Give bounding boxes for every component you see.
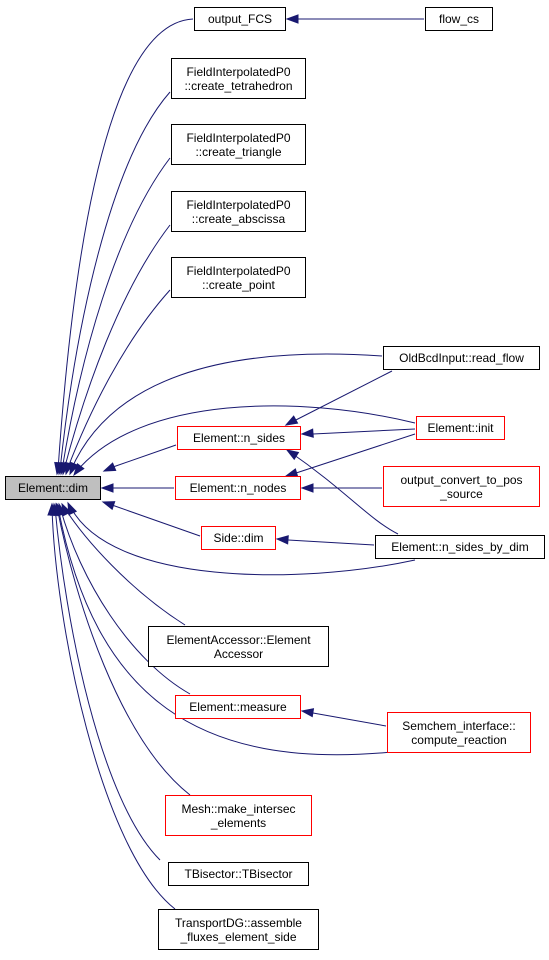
node-label-line: TBisector::TBisector: [184, 867, 293, 881]
arrowhead-icon: [100, 483, 114, 493]
edge-create-abscissa: [63, 224, 171, 471]
node-label-line: Element::n_sides: [192, 431, 286, 445]
edge-make-intersec: [56, 506, 191, 796]
node-label-line: _fluxes_element_side: [180, 929, 297, 944]
edge-init-n-sides: [312, 428, 416, 435]
node-assemble-fluxes[interactable]: TransportDG::assemble _fluxes_element_si…: [158, 909, 319, 950]
node-label-line: ElementAccessor::Element: [166, 632, 311, 647]
node-tbisector[interactable]: TBisector::TBisector: [168, 862, 309, 886]
arrowhead-icon: [300, 708, 315, 718]
node-label-line: output_FCS: [207, 12, 273, 26]
edge-n-sides-by-dim-dim: [69, 505, 416, 576]
edge-read-flow-n-sides: [289, 370, 393, 424]
node-label-line: Element::n_sides_by_dim: [391, 540, 529, 554]
node-label-line: FieldInterpolatedP0: [186, 64, 291, 79]
node-create-triangle[interactable]: FieldInterpolatedP0 ::create_triangle: [171, 124, 306, 165]
node-label-line: ::create_tetrahedron: [184, 78, 293, 93]
node-label-line: Mesh::make_intersec: [181, 801, 296, 816]
node-element-measure[interactable]: Element::measure: [175, 695, 301, 719]
arrowhead-icon: [101, 501, 116, 511]
node-create-tetrahedron[interactable]: FieldInterpolatedP0 ::create_tetrahedron: [171, 58, 306, 99]
node-label-line: OldBcdInput::read_flow: [399, 351, 524, 365]
edge-side-dim-dim: [111, 504, 201, 537]
node-flow-cs[interactable]: flow_cs: [425, 7, 493, 31]
node-element-init[interactable]: Element::init: [416, 416, 505, 440]
node-label-line: compute_reaction: [411, 732, 507, 747]
arrowhead-icon: [300, 428, 314, 438]
edge-n-sides-dim: [112, 444, 177, 468]
node-create-point[interactable]: FieldInterpolatedP0 ::create_point: [171, 257, 306, 298]
graph-edges: [47, 14, 424, 910]
arrowhead-icon: [102, 462, 117, 472]
node-output-convert[interactable]: output_convert_to_pos _source: [383, 466, 540, 507]
node-label-line: ::create_abscissa: [191, 211, 286, 226]
node-n-sides-by-dim[interactable]: Element::n_sides_by_dim: [375, 535, 545, 559]
node-label-line: _elements: [210, 815, 267, 830]
node-label-line: output_convert_to_pos: [400, 472, 523, 487]
node-label-line: _source: [440, 486, 483, 501]
edge-element-accessor: [63, 506, 186, 626]
arrowhead-icon: [285, 14, 299, 24]
edge-compute-reaction-dim: [57, 506, 393, 756]
edge-n-sides-by-dim-n-sides: [289, 451, 399, 535]
edge-create-triangle: [61, 157, 171, 471]
arrowhead-icon: [73, 462, 85, 477]
arrowhead-icon: [69, 461, 79, 476]
edge-read-flow-dim: [70, 353, 383, 471]
node-n-sides[interactable]: Element::n_sides: [177, 426, 301, 450]
node-label-line: TransportDG::assemble: [175, 915, 302, 930]
arrowhead-icon: [284, 415, 299, 426]
node-output-fcs[interactable]: output_FCS: [194, 7, 286, 31]
node-label-line: FieldInterpolatedP0: [186, 197, 291, 212]
node-label-line: flow_cs: [438, 12, 479, 26]
node-compute-reaction[interactable]: Semchem_interface:: compute_reaction: [387, 712, 531, 753]
node-create-abscissa[interactable]: FieldInterpolatedP0 ::create_abscissa: [171, 191, 306, 232]
node-side-dim[interactable]: Side::dim: [201, 526, 276, 550]
edge-element-measure-dim: [59, 506, 191, 695]
node-label-line: FieldInterpolatedP0: [186, 130, 291, 145]
node-n-nodes[interactable]: Element::n_nodes: [175, 476, 301, 500]
node-element-accessor[interactable]: ElementAccessor::Element Accessor: [148, 626, 329, 667]
edge-output-fcs: [57, 18, 194, 471]
node-make-intersec[interactable]: Mesh::make_intersec _elements: [165, 795, 312, 836]
node-label-line: Semchem_interface::: [402, 718, 516, 733]
node-label-line: Element::measure: [189, 700, 287, 714]
edge-assemble-fluxes: [51, 506, 176, 910]
node-label-line: ::create_triangle: [195, 144, 282, 159]
node-label-line: Element::init: [427, 421, 494, 435]
node-label-line: Side::dim: [213, 531, 264, 545]
edge-init-dim: [75, 405, 416, 473]
edge-n-sides-by-dim-side-dim: [287, 539, 375, 546]
node-read-flow[interactable]: OldBcdInput::read_flow: [383, 346, 540, 370]
arrowhead-icon: [300, 483, 314, 493]
node-label-line: Element::dim: [17, 481, 89, 495]
node-label-line: ::create_point: [202, 277, 275, 292]
node-label-line: FieldInterpolatedP0: [186, 263, 291, 278]
node-label-line: Accessor: [213, 646, 264, 661]
node-label-line: Element::n_nodes: [189, 481, 287, 495]
edge-create-point: [66, 289, 171, 471]
edge-tbisector: [54, 506, 161, 861]
arrowhead-icon: [285, 449, 300, 461]
arrowhead-icon: [275, 535, 289, 545]
edge-create-tetrahedron: [59, 91, 171, 471]
arrowhead-icon: [47, 502, 57, 516]
edge-init-n-nodes: [289, 433, 416, 476]
node-element-dim: Element::dim: [5, 476, 101, 500]
edge-compute-reaction-measure: [312, 712, 387, 727]
